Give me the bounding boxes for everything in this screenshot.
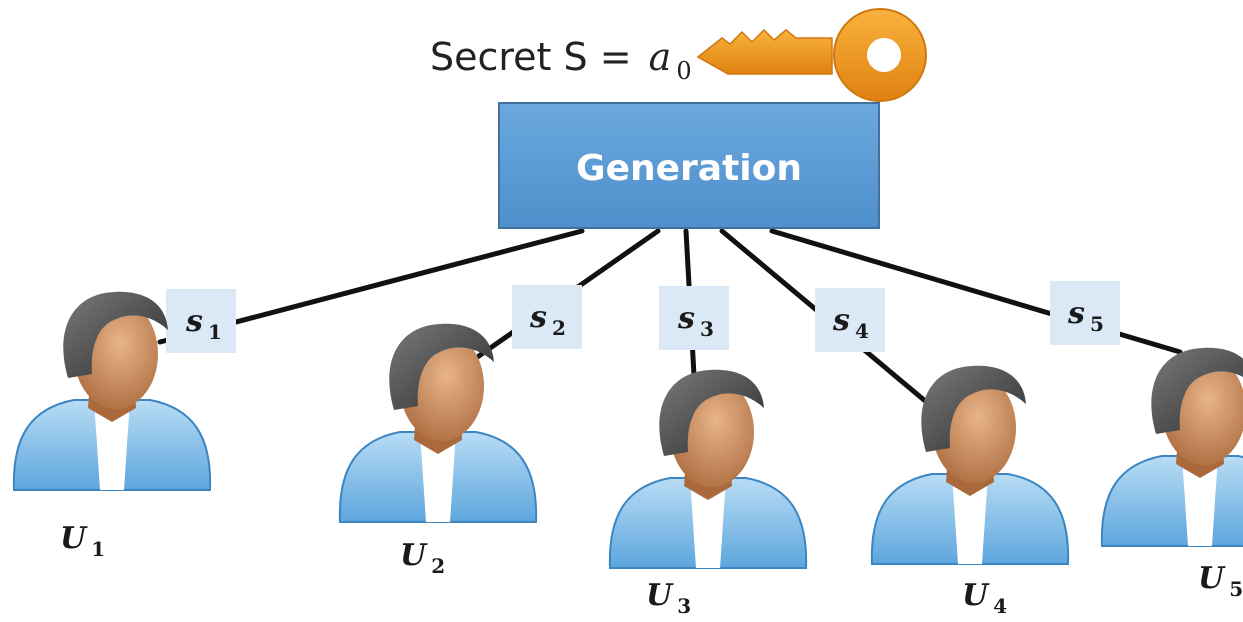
svg-text:s 5: s 5 xyxy=(1067,296,1104,336)
user-symbol-4: U xyxy=(962,578,990,613)
user-index-2: 2 xyxy=(431,554,445,578)
user-index-5: 5 xyxy=(1229,577,1243,601)
share-box-5: s 5 xyxy=(1050,281,1120,345)
share-index-5: 5 xyxy=(1090,312,1104,336)
user-label-2: U 2 xyxy=(400,538,445,578)
svg-text:Secret S = a 0: Secret S = a 0 xyxy=(430,35,692,85)
generation-label: Generation xyxy=(576,148,802,189)
user-avatar-5 xyxy=(1100,347,1243,547)
share-symbol-2: s xyxy=(529,300,547,335)
user-label-1: U 1 xyxy=(60,521,105,561)
user-symbol-2: U xyxy=(400,538,428,573)
svg-text:s 1: s 1 xyxy=(185,304,222,344)
user-avatar-icon xyxy=(12,291,212,491)
share-symbol-5: s xyxy=(1067,296,1085,331)
share-index-2: 2 xyxy=(552,316,566,340)
secret-label: Secret S = a 0 xyxy=(430,35,692,85)
user-avatar-icon xyxy=(608,369,808,569)
user-symbol-3: U xyxy=(646,578,674,613)
key-icon xyxy=(696,8,927,102)
user-symbol-1: U xyxy=(60,521,88,556)
user-label-4: U 4 xyxy=(962,578,1007,618)
user-index-1: 1 xyxy=(91,537,105,561)
secret-variable: a xyxy=(649,35,672,79)
user-avatar-icon xyxy=(1100,347,1243,547)
secret-subscript: 0 xyxy=(676,57,691,85)
user-avatar-icon xyxy=(870,365,1070,565)
share-index-3: 3 xyxy=(700,317,714,341)
share-symbol-4: s xyxy=(832,303,850,338)
generation-box: Generation xyxy=(498,102,880,229)
svg-text:s 3: s 3 xyxy=(677,301,714,341)
share-index-4: 4 xyxy=(855,319,869,343)
user-avatar-3 xyxy=(608,369,808,569)
user-label-5: U 5 xyxy=(1198,561,1243,601)
user-label-3: U 3 xyxy=(646,578,691,618)
secret-text: Secret S = xyxy=(430,35,632,79)
share-box-3: s 3 xyxy=(659,286,729,350)
user-avatar-4 xyxy=(870,365,1070,565)
user-index-3: 3 xyxy=(677,594,691,618)
svg-text:s 4: s 4 xyxy=(832,303,869,343)
share-symbol-3: s xyxy=(677,301,695,336)
user-avatar-1 xyxy=(12,291,212,491)
user-symbol-5: U xyxy=(1198,561,1226,596)
share-box-4: s 4 xyxy=(815,288,885,352)
user-avatar-icon xyxy=(338,323,538,523)
user-avatar-2 xyxy=(338,323,538,523)
share-box-1: s 1 xyxy=(166,289,236,353)
share-index-1: 1 xyxy=(208,320,222,344)
share-box-2: s 2 xyxy=(512,285,582,349)
user-index-4: 4 xyxy=(993,594,1007,618)
svg-text:s 2: s 2 xyxy=(529,300,566,340)
share-symbol-1: s xyxy=(185,304,203,339)
